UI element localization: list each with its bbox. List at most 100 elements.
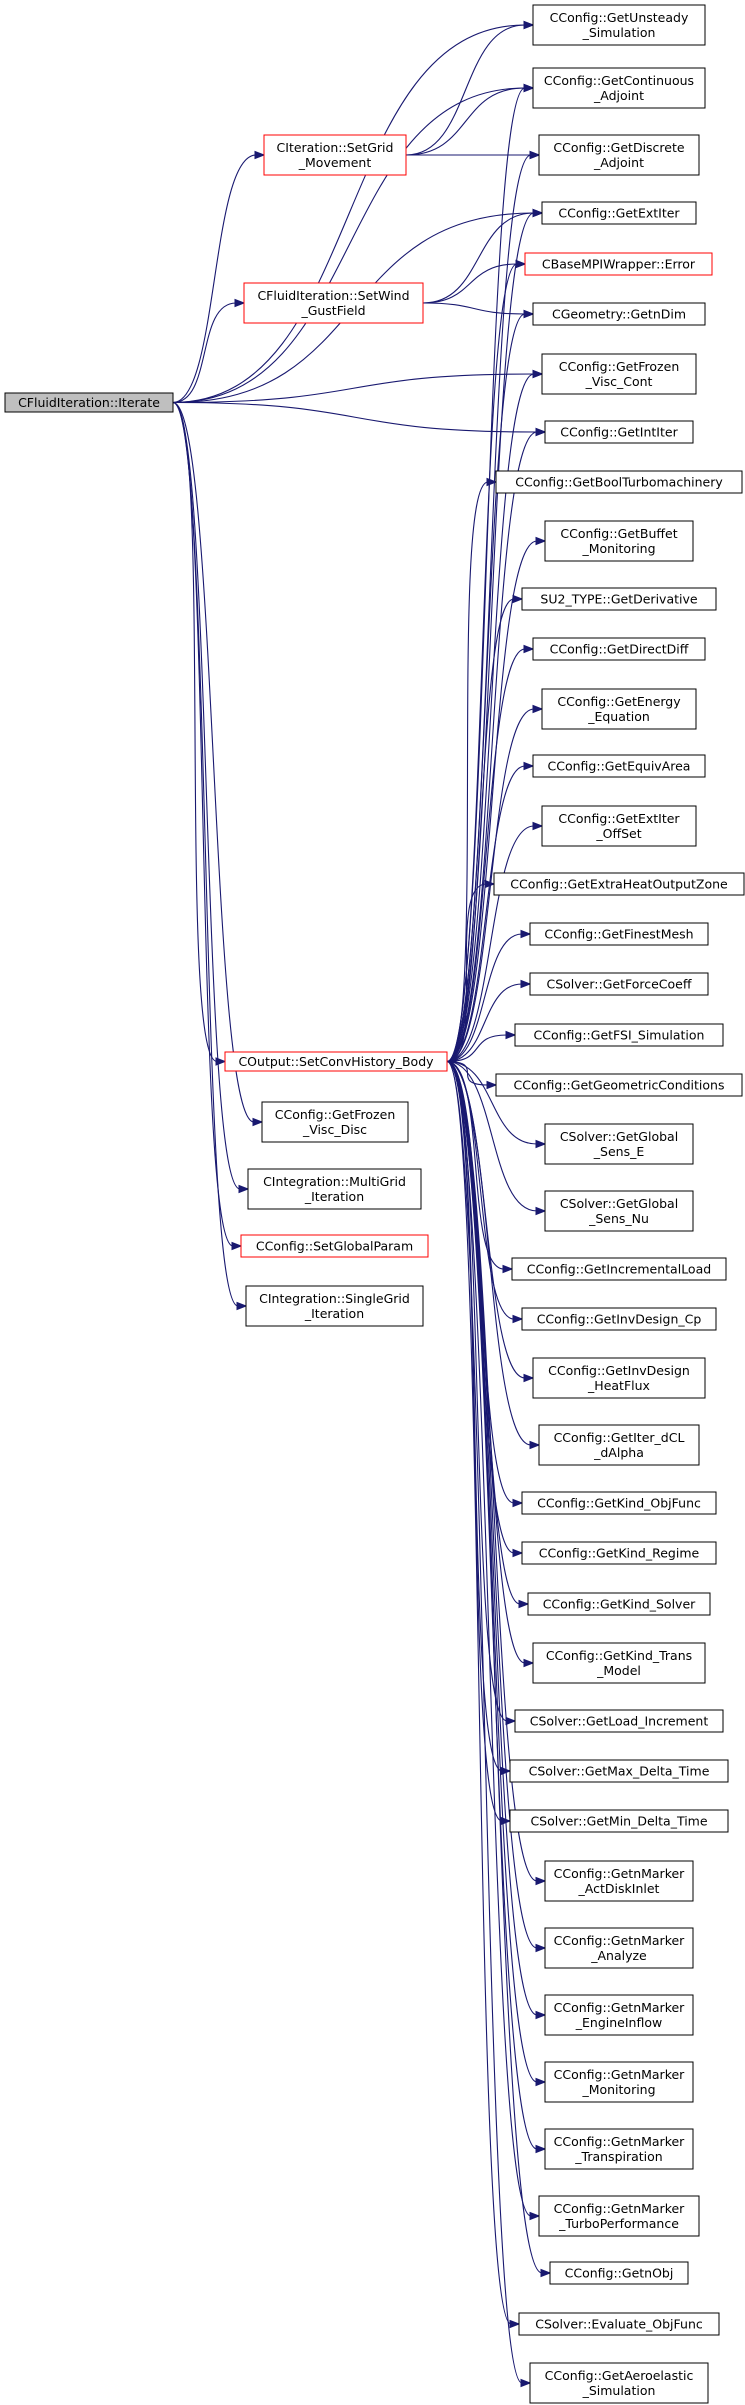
node-box[interactable]	[541, 201, 697, 225]
node-setglobalparam[interactable]: CConfig::SetGlobalParam	[240, 1234, 429, 1258]
node-getnmarkeranalyze[interactable]: CConfig::GetnMarker_Analyze	[544, 1927, 694, 1969]
node-getenergyeq[interactable]: CConfig::GetEnergy_Equation	[541, 688, 697, 730]
node-root[interactable]: CFluidIteration::Iterate	[4, 392, 174, 413]
node-getdiscadj[interactable]: CConfig::GetDiscrete_Adjoint	[538, 134, 700, 176]
node-getglobalsense[interactable]: CSolver::GetGlobal_Sens_E	[544, 1123, 694, 1165]
node-box[interactable]	[541, 353, 697, 395]
node-getgeomcond[interactable]: CConfig::GetGeometricConditions	[495, 1073, 743, 1097]
node-getkindsolver[interactable]: CConfig::GetKind_Solver	[527, 1592, 711, 1616]
node-box[interactable]	[247, 1168, 422, 1210]
node-getglobalsensnu[interactable]: CSolver::GetGlobal_Sens_Nu	[544, 1190, 694, 1232]
node-box[interactable]	[544, 1860, 694, 1902]
node-box[interactable]	[549, 2261, 689, 2285]
node-box[interactable]	[509, 1759, 729, 1783]
node-box[interactable]	[529, 2362, 709, 2404]
node-getkindregime[interactable]: CConfig::GetKind_Regime	[521, 1541, 717, 1565]
node-multigrid[interactable]: CIntegration::MultiGrid_Iteration	[247, 1168, 422, 1210]
node-box[interactable]	[532, 4, 706, 46]
node-box[interactable]	[544, 1123, 694, 1165]
node-box[interactable]	[521, 1307, 717, 1331]
node-getiterdcl[interactable]: CConfig::GetIter_dCL_dAlpha	[538, 1424, 700, 1466]
node-getfrozenviscdisc[interactable]: CConfig::GetFrozen_Visc_Disc	[261, 1101, 409, 1143]
node-box[interactable]	[521, 1541, 717, 1565]
node-getnmarkerturbo[interactable]: CConfig::GetnMarker_TurboPerformance	[538, 2195, 700, 2237]
node-box[interactable]	[544, 2061, 694, 2103]
node-getderivative[interactable]: SU2_TYPE::GetDerivative	[521, 587, 717, 611]
node-box[interactable]	[518, 2312, 720, 2336]
node-box[interactable]	[521, 587, 717, 611]
node-box[interactable]	[538, 2195, 700, 2237]
node-getequivarea[interactable]: CConfig::GetEquivArea	[532, 754, 706, 778]
node-getnmarkermon[interactable]: CConfig::GetnMarker_Monitoring	[544, 2061, 694, 2103]
node-getkindobj[interactable]: CConfig::GetKind_ObjFunc	[521, 1491, 717, 1515]
node-box[interactable]	[261, 1101, 409, 1143]
node-getdirectdiff[interactable]: CConfig::GetDirectDiff	[532, 637, 706, 661]
node-getinvdesignhf[interactable]: CConfig::GetInvDesign_HeatFlux	[532, 1357, 706, 1399]
node-getndim[interactable]: CGeometry::GetnDim	[532, 302, 706, 326]
node-box[interactable]	[263, 134, 407, 176]
node-box[interactable]	[495, 1073, 743, 1097]
node-box[interactable]	[544, 520, 694, 562]
node-box[interactable]	[544, 2128, 694, 2170]
node-box[interactable]	[509, 1809, 729, 1833]
node-getextiteroffset[interactable]: CConfig::GetExtIter_OffSet	[541, 805, 697, 847]
node-getmaxdt[interactable]: CSolver::GetMax_Delta_Time	[509, 1759, 729, 1783]
node-getextraheat[interactable]: CConfig::GetExtraHeatOutputZone	[493, 872, 745, 896]
node-box[interactable]	[544, 1190, 694, 1232]
node-box[interactable]	[243, 282, 424, 324]
node-box[interactable]	[495, 470, 743, 494]
node-getintiter[interactable]: CConfig::GetIntIter	[544, 420, 694, 444]
node-mpierror[interactable]: CBaseMPIWrapper::Error	[524, 252, 713, 276]
node-box[interactable]	[544, 1994, 694, 2036]
node-getunsteady[interactable]: CConfig::GetUnsteady_Simulation	[532, 4, 706, 46]
node-box[interactable]	[245, 1285, 424, 1327]
node-box[interactable]	[538, 1424, 700, 1466]
node-box[interactable]	[532, 302, 706, 326]
node-getnobj[interactable]: CConfig::GetnObj	[549, 2261, 689, 2285]
node-getfrozenvisccont[interactable]: CConfig::GetFrozen_Visc_Cont	[541, 353, 697, 395]
node-box[interactable]	[524, 252, 713, 276]
node-getloadinc[interactable]: CSolver::GetLoad_Increment	[514, 1709, 724, 1733]
node-getmindt[interactable]: CSolver::GetMin_Delta_Time	[509, 1809, 729, 1833]
node-singlegrid[interactable]: CIntegration::SingleGrid_Iteration	[245, 1285, 424, 1327]
node-box[interactable]	[532, 637, 706, 661]
node-box[interactable]	[224, 1051, 448, 1072]
node-getaeroelastic[interactable]: CConfig::GetAeroelastic_Simulation	[529, 2362, 709, 2404]
node-box[interactable]	[240, 1234, 429, 1258]
node-getnmarkeractdisk[interactable]: CConfig::GetnMarker_ActDiskInlet	[544, 1860, 694, 1902]
node-box[interactable]	[511, 1257, 727, 1281]
node-box[interactable]	[538, 134, 700, 176]
node-getkindtrans[interactable]: CConfig::GetKind_Trans_Model	[532, 1642, 706, 1684]
node-box[interactable]	[527, 1592, 711, 1616]
node-box[interactable]	[544, 1927, 694, 1969]
node-getfsi[interactable]: CConfig::GetFSI_Simulation	[514, 1023, 724, 1047]
node-box[interactable]	[514, 1709, 724, 1733]
node-getnmarkerengine[interactable]: CConfig::GetnMarker_EngineInflow	[544, 1994, 694, 2036]
node-box[interactable]	[541, 688, 697, 730]
node-box[interactable]	[541, 805, 697, 847]
node-setconvhist[interactable]: COutput::SetConvHistory_Body	[224, 1051, 448, 1072]
node-getbuffet[interactable]: CConfig::GetBuffet_Monitoring	[544, 520, 694, 562]
node-getextiter[interactable]: CConfig::GetExtIter	[541, 201, 697, 225]
node-box[interactable]	[529, 972, 709, 996]
node-getforcecoeff[interactable]: CSolver::GetForceCoeff	[529, 972, 709, 996]
node-getincload[interactable]: CConfig::GetIncrementalLoad	[511, 1257, 727, 1281]
node-getboolturbo[interactable]: CConfig::GetBoolTurbomachinery	[495, 470, 743, 494]
node-box[interactable]	[529, 922, 709, 946]
node-evalobj[interactable]: CSolver::Evaluate_ObjFunc	[518, 2312, 720, 2336]
node-box[interactable]	[514, 1023, 724, 1047]
node-getcontadj[interactable]: CConfig::GetContinuous_Adjoint	[532, 67, 706, 109]
node-box[interactable]	[532, 67, 706, 109]
node-box[interactable]	[532, 1357, 706, 1399]
node-box[interactable]	[532, 754, 706, 778]
node-box[interactable]	[532, 1642, 706, 1684]
node-getinvdesigncp[interactable]: CConfig::GetInvDesign_Cp	[521, 1307, 717, 1331]
node-setwindgust[interactable]: CFluidIteration::SetWind_GustField	[243, 282, 424, 324]
node-box[interactable]	[521, 1491, 717, 1515]
node-getnmarkertransp[interactable]: CConfig::GetnMarker_Transpiration	[544, 2128, 694, 2170]
node-box[interactable]	[493, 872, 745, 896]
node-box[interactable]	[544, 420, 694, 444]
node-setgridmov[interactable]: CIteration::SetGrid_Movement	[263, 134, 407, 176]
node-box[interactable]	[4, 392, 174, 413]
node-getfinestmesh[interactable]: CConfig::GetFinestMesh	[529, 922, 709, 946]
